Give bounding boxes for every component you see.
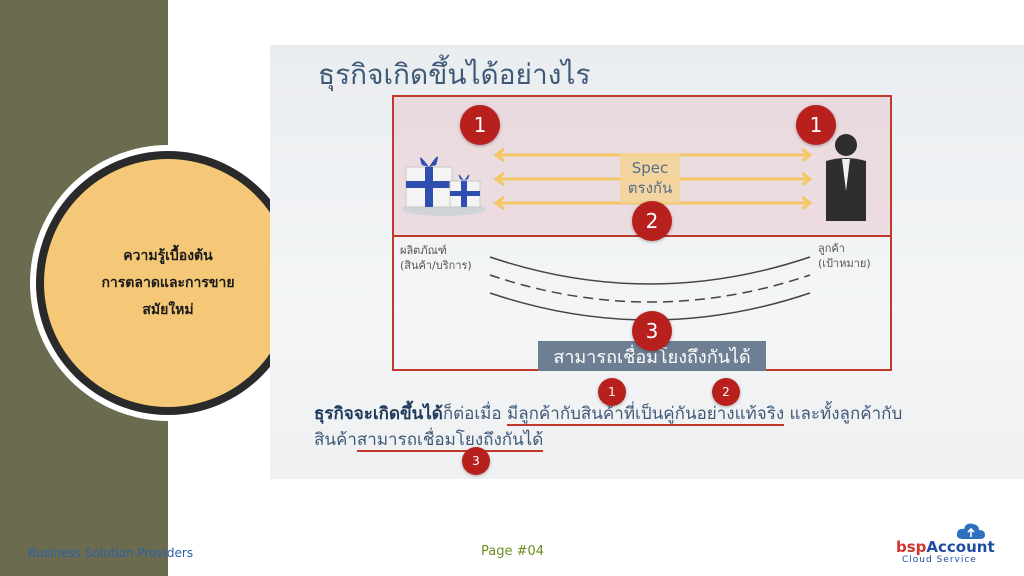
bsp-logo: bspAccount Cloud Service (896, 522, 996, 568)
para-part-1: ก็ต่อเมื่อ (442, 404, 508, 424)
para-mark-1: 1 (598, 378, 626, 406)
para-underline-2: สามารถเชื่อมโยงถึงกันได้ (356, 430, 544, 452)
summary-paragraph: ธุรกิจจะเกิดขึ้นได้ก็ต่อเมื่อ มีลูกค้ากั… (314, 401, 994, 453)
badge-middle-2: 2 (632, 201, 672, 241)
page-number: Page #04 (481, 544, 545, 559)
topic-circle: ความรู้เบื้องต้น การตลาดและการขาย สมัยให… (44, 159, 292, 407)
para-part-2: และทั้งลูกค้ากับ (784, 404, 903, 424)
cloud-upload-icon (956, 523, 985, 539)
badge-bottom-3: 3 (632, 311, 672, 351)
para-underline-1: มีลูกค้ากับสินค้าที่เป็นคู่กันอย่างแท้จร… (507, 404, 785, 426)
para-bold: ธุรกิจจะเกิดขึ้นได้ (314, 404, 443, 424)
product-label-line-1: ผลิตภัณฑ์ (400, 244, 447, 257)
logo-prefix: bsp (896, 538, 927, 556)
badge-left-1: 1 (460, 105, 500, 145)
topic-line-1: ความรู้เบื้องต้น (123, 247, 213, 264)
para-mark-3: 3 (462, 447, 490, 475)
customer-label-line-1: ลูกค้า (818, 242, 845, 255)
logo-name: bspAccount (896, 538, 995, 556)
slide-title: ธุรกิจเกิดขึ้นได้อย่างไร (318, 58, 591, 91)
gift-boxes-icon (402, 156, 486, 216)
footer-company: Business Solution Providers (28, 546, 194, 560)
topic-line-3: สมัยใหม่ (142, 301, 194, 318)
customer-person-icon (826, 134, 866, 221)
customer-label-line-2: (เป้าหมาย) (818, 257, 871, 270)
badge-right-1: 1 (796, 105, 836, 145)
customer-label: ลูกค้า (เป้าหมาย) (818, 241, 871, 271)
slide-image: ธุรกิจเกิดขึ้นได้อย่างไร (270, 45, 1024, 479)
product-label-line-2: (สินค้า/บริการ) (400, 259, 472, 272)
spec-box: Spec ตรงกัน (620, 153, 680, 203)
spec-line-2: ตรงกัน (627, 179, 673, 197)
logo-word: Account (926, 538, 995, 556)
product-label: ผลิตภัณฑ์ (สินค้า/บริการ) (400, 243, 472, 273)
spec-line-1: Spec (631, 159, 669, 177)
para-mark-2: 2 (712, 378, 740, 406)
logo-subtitle: Cloud Service (902, 555, 977, 565)
para-part-3: สินค้า (314, 430, 357, 450)
topic-line-2: การตลาดและการขาย (101, 274, 235, 291)
